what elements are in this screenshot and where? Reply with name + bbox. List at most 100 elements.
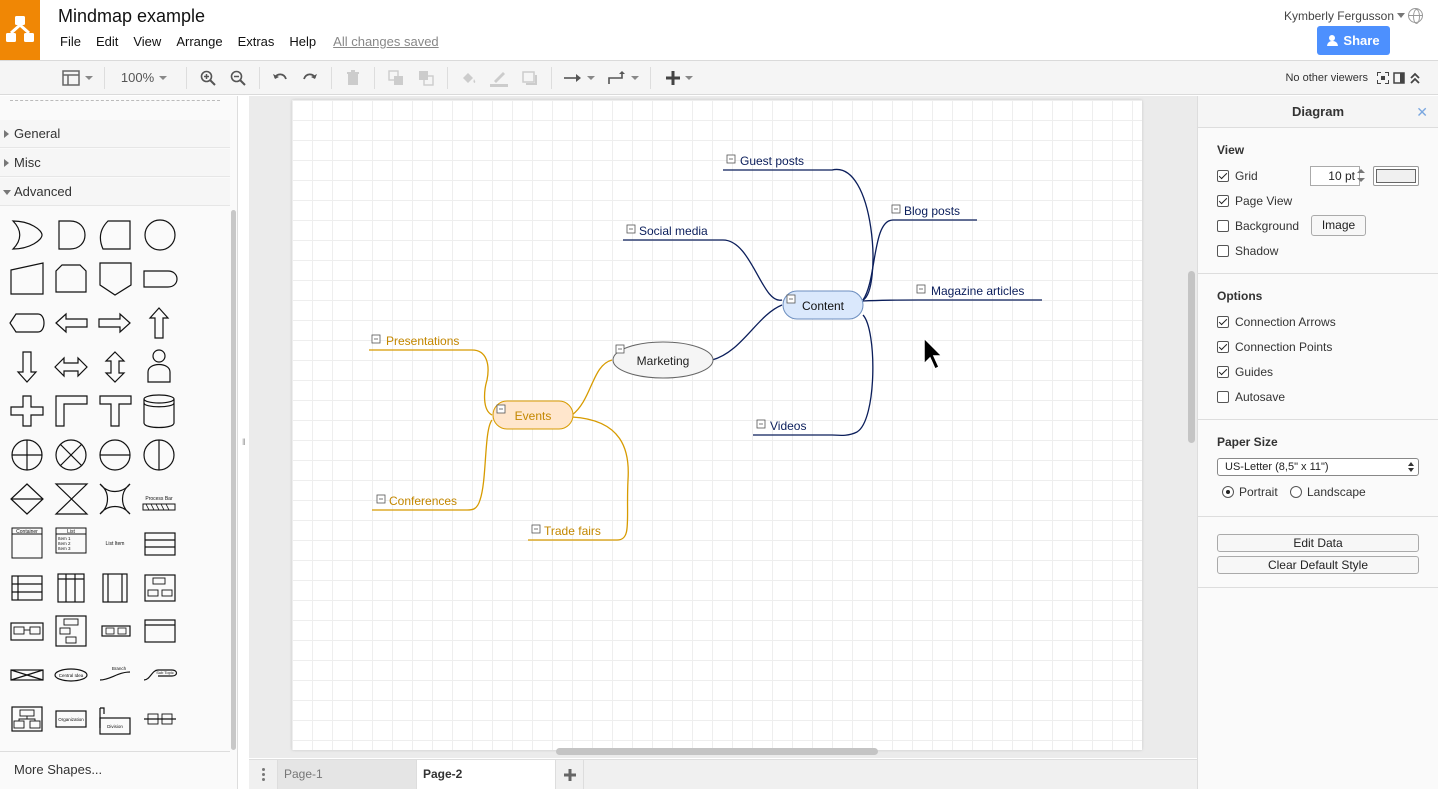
portrait-radio[interactable]: Portrait — [1222, 485, 1278, 499]
node-social-media[interactable]: Social media — [639, 224, 708, 238]
shape-cylinder[interactable] — [143, 394, 175, 429]
shape-terminator[interactable] — [143, 270, 178, 288]
to-back-button[interactable] — [415, 61, 437, 94]
node-marketing[interactable]: Marketing — [612, 341, 714, 379]
collapse-toggle-icon[interactable] — [916, 284, 926, 294]
shadow-button[interactable] — [519, 61, 541, 94]
to-front-button[interactable] — [385, 61, 407, 94]
connector-magazine-articles[interactable] — [862, 299, 1042, 302]
shape-link-block[interactable] — [101, 625, 131, 637]
shape-vertical-split-circle[interactable] — [143, 439, 175, 471]
shape-window[interactable] — [144, 619, 176, 643]
shape-horizontal-pool[interactable] — [11, 575, 43, 601]
menu-file[interactable]: File — [60, 34, 81, 49]
menu-help[interactable]: Help — [289, 34, 317, 49]
clear-default-style-button[interactable]: Clear Default Style — [1217, 556, 1419, 574]
shape-org-chart[interactable] — [144, 574, 176, 602]
node-conferences[interactable]: Conferences — [389, 494, 457, 508]
collapse-toggle-icon[interactable] — [786, 294, 796, 304]
grid-size-input[interactable]: 10 pt — [1310, 166, 1360, 186]
background-checkbox[interactable]: Background — [1217, 219, 1299, 233]
shape-up-arrow[interactable] — [148, 307, 170, 339]
shape-double-arrow[interactable] — [54, 356, 88, 378]
shape-swimlane[interactable] — [102, 573, 128, 603]
collapse-toggle-icon[interactable] — [615, 344, 625, 354]
undo-button[interactable] — [269, 61, 291, 94]
share-button[interactable]: Share — [1317, 26, 1390, 55]
connector-guest-posts[interactable] — [723, 169, 874, 301]
radio-unselected[interactable] — [1290, 486, 1302, 498]
collapse-toggle-icon[interactable] — [531, 524, 541, 534]
collapse-toggle-icon[interactable] — [371, 334, 381, 344]
shape-circle[interactable] — [144, 219, 176, 251]
section-advanced[interactable]: Advanced — [0, 178, 230, 206]
shape-horizontal-split-circle[interactable] — [99, 439, 131, 471]
connector-blog-posts[interactable] — [862, 219, 977, 301]
menu-arrange[interactable]: Arrange — [176, 34, 223, 49]
collapse-toggle-icon[interactable] — [726, 154, 736, 164]
save-status-link[interactable]: All changes saved — [333, 34, 439, 49]
page-view-checkbox[interactable]: Page View — [1217, 194, 1292, 208]
shape-org-tree[interactable] — [11, 706, 43, 732]
connection-arrows-checkbox[interactable]: Connection Arrows — [1217, 315, 1336, 329]
collapse-toggle-icon[interactable] — [891, 204, 901, 214]
shape-process-bar[interactable]: Process Bar — [142, 496, 176, 511]
checkbox-checked[interactable] — [1217, 195, 1229, 207]
connector-social-media[interactable] — [623, 239, 783, 301]
shape-sub-topic[interactable]: Sub Topic — [143, 669, 178, 681]
shape-tee[interactable] — [99, 395, 132, 427]
shape-sort[interactable] — [10, 483, 44, 515]
collapse-toggle-icon[interactable] — [626, 224, 636, 234]
node-guest-posts[interactable]: Guest posts — [740, 154, 804, 168]
node-events[interactable]: Events — [492, 400, 574, 430]
radio-selected[interactable] — [1222, 486, 1234, 498]
shape-stored-data[interactable] — [99, 220, 131, 250]
guides-checkbox[interactable]: Guides — [1217, 365, 1273, 379]
shape-list[interactable]: List Item 1 Item 2 Item 3 — [55, 527, 87, 554]
shape-bus-vertical[interactable] — [55, 615, 87, 647]
node-content[interactable]: Content — [782, 290, 864, 320]
shape-central-idea[interactable]: Central Idea — [54, 668, 88, 682]
connection-points-checkbox[interactable]: Connection Points — [1217, 340, 1332, 354]
zoom-out-button[interactable] — [227, 61, 249, 94]
shape-list-item[interactable]: List Item — [106, 541, 125, 547]
waypoints-button[interactable] — [605, 61, 641, 94]
format-panel-toggle[interactable] — [1392, 61, 1406, 94]
menu-edit[interactable]: Edit — [95, 34, 119, 49]
checkbox-checked[interactable] — [1217, 170, 1229, 182]
shape-loop-limit[interactable] — [55, 264, 87, 293]
shape-organization[interactable]: Organization — [55, 710, 87, 728]
node-videos[interactable]: Videos — [770, 419, 806, 433]
canvas-area[interactable]: Content Marketing Events — [249, 96, 1197, 758]
close-icon[interactable]: ✕ — [1416, 104, 1428, 120]
autosave-checkbox[interactable]: Autosave — [1217, 390, 1285, 404]
connector-videos[interactable] — [753, 314, 874, 437]
checkbox-checked[interactable] — [1217, 316, 1229, 328]
shape-branch[interactable]: Branch — [99, 666, 131, 681]
node-blog-posts[interactable]: Blog posts — [904, 204, 960, 218]
shape-delay[interactable] — [58, 220, 86, 250]
shape-cross[interactable] — [10, 395, 44, 427]
connector-conferences[interactable] — [372, 419, 493, 511]
shape-display[interactable] — [9, 313, 45, 333]
node-magazine-articles[interactable]: Magazine articles — [931, 284, 1024, 298]
shape-offpage-connector[interactable] — [99, 262, 132, 296]
shape-x-circle[interactable] — [55, 439, 87, 471]
connector-presentations[interactable] — [369, 349, 493, 416]
shape-right-arrow[interactable] — [98, 312, 131, 334]
shape-connector-block[interactable] — [144, 713, 176, 725]
language-globe-icon[interactable] — [1408, 8, 1423, 24]
fill-color-button[interactable] — [458, 61, 480, 94]
sidebar-splitter-handle[interactable]: ‖ — [242, 437, 246, 447]
sidebar-scrollbar[interactable] — [231, 210, 236, 750]
collapse-header-button[interactable] — [1408, 61, 1422, 94]
drawio-logo[interactable] — [0, 0, 40, 60]
canvas-vertical-scrollbar[interactable] — [1188, 271, 1195, 443]
shape-summing-junction[interactable] — [11, 439, 43, 471]
checkbox-unchecked[interactable] — [1217, 391, 1229, 403]
fullscreen-button[interactable] — [1376, 61, 1390, 94]
shape-table[interactable] — [144, 532, 176, 556]
pages-menu-button[interactable] — [249, 760, 277, 789]
shape-left-arrow[interactable] — [55, 312, 88, 334]
insert-button[interactable] — [661, 61, 697, 94]
